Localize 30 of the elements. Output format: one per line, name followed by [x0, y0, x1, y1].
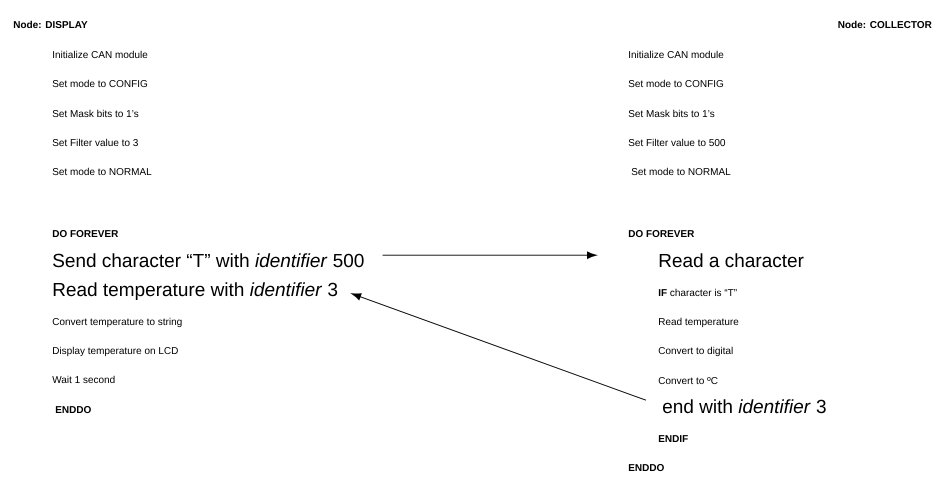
- pseudocode-line: Set Filter value to 3: [52, 138, 138, 146]
- pseudocode-line: Read temperature with identifier 3: [54, 282, 338, 300]
- node-heading: Node: DISPLAY: [14, 20, 88, 28]
- pseudocode-line: Wait 1 second: [52, 376, 115, 384]
- pseudocode-line: Set mode to NORMAL: [52, 168, 152, 176]
- pseudocode-line: Set mode to CONFIG: [52, 80, 148, 88]
- pseudocode-line: Set Mask bits to 1’s: [52, 110, 138, 118]
- pseudocode-line: Set Mask bits to 1’s: [628, 110, 714, 118]
- pseudocode-line: Set Filter value to 500: [628, 138, 726, 146]
- pseudocode-line: Convert to ºC: [658, 377, 718, 384]
- pseudocode-line: Display temperature on LCD: [53, 346, 178, 356]
- pseudocode-line: Set mode to CONFIG: [628, 80, 724, 88]
- pseudocode-line: Set mode to NORMAL: [632, 168, 730, 176]
- pseudocode-line: Convert temperature to string: [52, 318, 182, 328]
- keyword: DO FOREVER: [52, 230, 118, 238]
- pseudocode-line: Initialize CAN module: [629, 50, 724, 58]
- node-heading: Node: COLLECTOR: [838, 20, 932, 28]
- pseudocode-line: Read a character: [660, 253, 804, 268]
- pseudocode-line: end with identifier 3: [663, 399, 826, 414]
- arrow: [352, 293, 646, 401]
- keyword: DO FOREVER: [628, 230, 694, 238]
- keyword: ENDDO: [628, 464, 664, 472]
- pseudocode-line: Convert to digital: [658, 346, 733, 356]
- keyword: ENDDO: [56, 406, 91, 414]
- pseudocode-line: Send character “T” with identifier 500: [53, 253, 364, 268]
- pseudocode-line: Initialize CAN module: [53, 50, 148, 58]
- pseudocode-line: IF character is “T”: [658, 288, 737, 296]
- keyword: ENDIF: [658, 435, 688, 442]
- pseudocode-line: Read temperature: [659, 318, 738, 328]
- arrow: [382, 252, 597, 259]
